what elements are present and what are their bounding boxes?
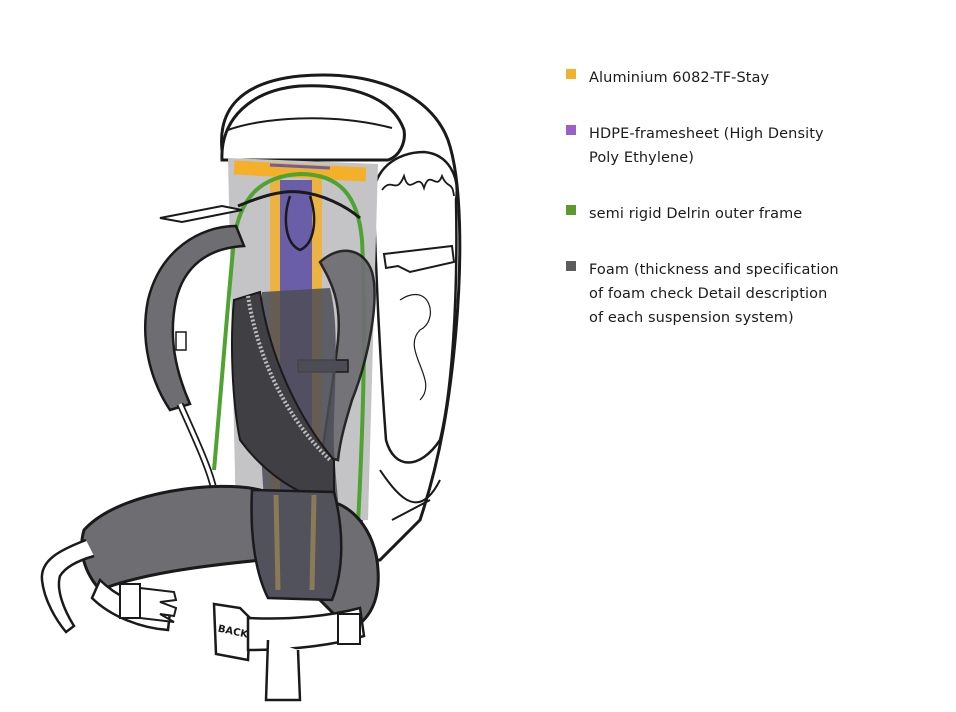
legend-item-hdpe-framesheet: HDPE-framesheet (High Density Poly Ethyl…: [563, 122, 863, 170]
bag-right-lower: [379, 469, 441, 521]
side-pocket-gathers: [381, 173, 455, 197]
side-pocket: [372, 150, 458, 464]
legend-swatch-gray: [566, 261, 576, 271]
stay-lower-right: [309, 494, 317, 591]
harness-yoke: [237, 190, 361, 220]
shoulder-strap-left-webbing-fill: [178, 403, 216, 491]
legend-item-delrin-frame: semi rigid Delrin outer frame: [563, 202, 863, 226]
strap-buckle-left: [175, 331, 187, 351]
legend-swatch-purple: [566, 125, 576, 135]
legend-item-foam: Foam (thickness and specification of foa…: [563, 258, 863, 330]
lumbar-pad: [250, 488, 343, 602]
backpack-illustration: BACK: [40, 73, 462, 702]
lid-seam: [227, 117, 393, 131]
legend-label: semi rigid Delrin outer frame: [589, 206, 803, 222]
side-strap: [382, 244, 456, 274]
shoulder-strap-left: [144, 224, 246, 412]
legend-label: Aluminium 6082-TF-Stay: [589, 70, 770, 86]
hipbelt-strap-tail: [40, 538, 95, 634]
legend-label: HDPE-framesheet (High Density Poly Ethyl…: [589, 126, 824, 166]
compression-strap-left: [159, 204, 243, 224]
hipbelt-dangling-strap: [264, 639, 302, 702]
top-lid: [220, 84, 406, 162]
hipbelt-buckle-male: [119, 583, 178, 623]
hipbelt-ladder-lock: [337, 613, 361, 645]
bag-contour: [399, 293, 431, 401]
sternum-loop: [284, 195, 316, 252]
legend-item-aluminium-stay: Aluminium 6082-TF-Stay: [563, 66, 863, 90]
legend-swatch-green: [566, 205, 576, 215]
legend: Aluminium 6082-TF-Stay HDPE-framesheet (…: [563, 66, 863, 330]
legend-label: Foam (thickness and specification of foa…: [589, 262, 839, 326]
aluminium-stay-top: [233, 160, 367, 182]
legend-swatch-orange: [566, 69, 576, 79]
hdpe-top-bar: [269, 163, 331, 170]
mesh-edge: [246, 295, 332, 462]
hipbelt-buckle-female: BACK: [212, 602, 252, 662]
stay-lower-left: [273, 494, 281, 591]
hipbelt-left-wing: [80, 484, 264, 592]
